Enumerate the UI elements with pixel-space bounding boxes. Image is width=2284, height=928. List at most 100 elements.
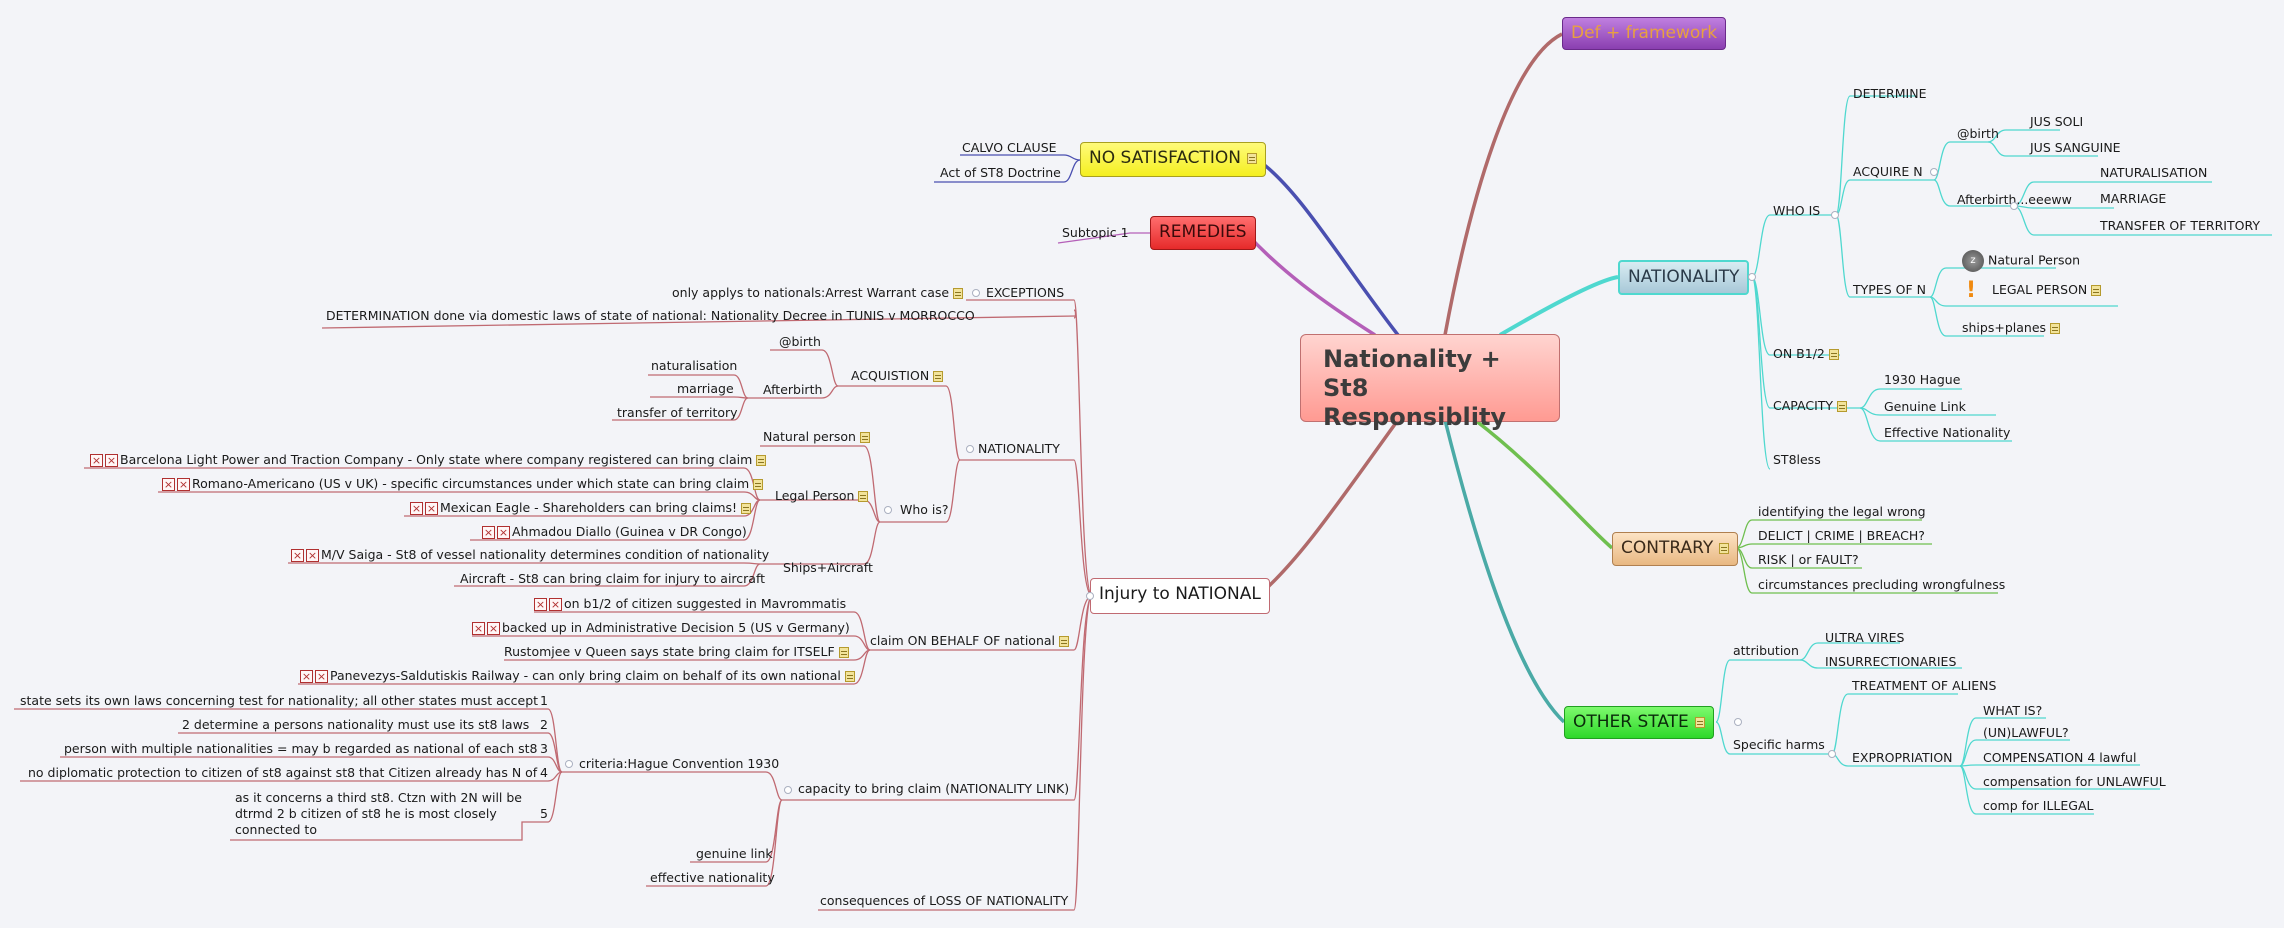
note-icon[interactable] (844, 671, 855, 682)
node-treatment-aliens[interactable]: TREATMENT OF ALIENS (1852, 678, 1997, 693)
node-circumstances[interactable]: circumstances precluding wrongfulness (1758, 577, 2006, 592)
collapse-toggle[interactable] (972, 289, 980, 297)
node-types-of-n[interactable]: TYPES OF N (1853, 282, 1926, 297)
node-what-is[interactable]: WHAT IS? (1983, 703, 2043, 718)
node-ultra-vires[interactable]: ULTRA VIRES (1825, 630, 1905, 645)
node-who-is[interactable]: WHO IS (1773, 203, 1821, 218)
collapse-toggle[interactable] (565, 760, 573, 768)
node-effective-nationality-sub[interactable]: effective nationality (650, 870, 775, 885)
note-icon[interactable] (953, 288, 964, 299)
note-icon[interactable] (933, 371, 944, 382)
node-afterbirth[interactable]: Afterbirth...eeeww (1957, 192, 2072, 207)
collapse-toggle[interactable] (784, 786, 792, 794)
collapse-toggle[interactable] (1831, 211, 1839, 219)
node-at-birth-sub[interactable]: @birth (779, 334, 821, 349)
node-criterion-3[interactable]: person with multiple nationalities = may… (64, 741, 538, 756)
node-exceptions[interactable]: EXCEPTIONS (986, 285, 1065, 300)
node-nationality-sub[interactable]: NATIONALITY (978, 441, 1060, 456)
note-icon[interactable] (1719, 542, 1730, 554)
node-who-is-sub[interactable]: Who is? (900, 502, 949, 517)
node-comp-illegal[interactable]: comp for ILLEGAL (1983, 798, 2094, 813)
note-icon[interactable] (858, 491, 869, 502)
collapse-toggle[interactable] (1930, 168, 1938, 176)
note-icon[interactable] (1059, 636, 1070, 647)
node-calvo-clause[interactable]: CALVO CLAUSE (962, 140, 1057, 155)
topic-def-framework[interactable]: Def + framework (1562, 17, 1727, 50)
node-on-b12[interactable]: ON B1/2 (1773, 346, 1839, 362)
node-risk-fault[interactable]: RISK | or FAULT? (1758, 552, 1859, 567)
node-genuine-link-sub[interactable]: genuine link (696, 846, 773, 861)
note-icon[interactable] (1247, 152, 1258, 164)
node-determine[interactable]: DETERMINE (1853, 86, 1927, 101)
note-icon[interactable] (838, 647, 849, 658)
collapse-toggle[interactable] (884, 506, 892, 514)
collapse-toggle[interactable] (966, 445, 974, 453)
node-insurrectionaries[interactable]: INSURRECTIONARIES (1825, 654, 1957, 669)
node-naturalisation[interactable]: NATURALISATION (2100, 165, 2208, 180)
node-mavrommatis[interactable]: ××on b1/2 of citizen suggested in Mavrom… (534, 596, 846, 612)
node-diallo[interactable]: ××Ahmadou Diallo (Guinea v DR Congo) (482, 524, 747, 540)
collapse-toggle[interactable] (2010, 202, 2018, 210)
topic-injury-to-national[interactable]: Injury to NATIONAL (1090, 578, 1270, 614)
node-act-of-st8[interactable]: Act of ST8 Doctrine (940, 165, 1061, 180)
node-specific-harms[interactable]: Specific harms (1733, 737, 1825, 752)
collapse-toggle[interactable] (1086, 592, 1094, 600)
node-criterion-1[interactable]: state sets its own laws concerning test … (20, 693, 539, 708)
topic-no-satisfaction[interactable]: NO SATISFACTION (1080, 142, 1267, 177)
node-marriage[interactable]: MARRIAGE (2100, 191, 2167, 206)
node-aircraft[interactable]: Aircraft - St8 can bring claim for injur… (460, 571, 766, 586)
node-romano[interactable]: ××Romano-Americano (US v UK) - specific … (162, 476, 764, 492)
node-comp-lawful[interactable]: COMPENSATION 4 lawful (1983, 750, 2137, 765)
collapse-toggle[interactable] (1748, 273, 1756, 281)
note-icon[interactable] (2050, 323, 2061, 334)
node-identifying-wrong[interactable]: identifying the legal wrong (1758, 504, 1926, 519)
node-effective-nationality[interactable]: Effective Nationality (1884, 425, 2011, 440)
node-1930-hague[interactable]: 1930 Hague (1884, 372, 1961, 387)
node-barcelona[interactable]: ××Barcelona Light Power and Traction Com… (90, 452, 767, 468)
node-transfer-territory[interactable]: TRANSFER OF TERRITORY (2100, 218, 2260, 233)
topic-nationality[interactable]: NATIONALITY (1618, 260, 1750, 295)
topic-contrary[interactable]: CONTRARY (1612, 532, 1739, 566)
topic-other-state[interactable]: OTHER STATE (1564, 706, 1714, 739)
node-st8less[interactable]: ST8less (1773, 452, 1821, 467)
node-rustomjee[interactable]: Rustomjee v Queen says state bring claim… (504, 644, 849, 660)
note-icon[interactable] (741, 503, 752, 514)
node-ships-planes[interactable]: ships+planes (1962, 320, 2061, 336)
note-icon[interactable] (753, 479, 764, 490)
node-acquire-n[interactable]: ACQUIRE N (1853, 164, 1923, 179)
topic-remedies[interactable]: REMEDIES (1150, 216, 1256, 250)
node-transfer-sub[interactable]: transfer of territory (617, 405, 738, 420)
collapse-toggle[interactable] (1828, 750, 1836, 758)
node-criterion-5[interactable]: as it concerns a third st8. Ctzn with 2N… (235, 790, 522, 837)
node-loss-nationality[interactable]: consequences of LOSS OF NATIONALITY (820, 893, 1069, 908)
node-determination[interactable]: DETERMINATION done via domestic laws of … (326, 308, 975, 323)
note-icon[interactable] (859, 432, 870, 443)
node-unlawful[interactable]: (UN)LAWFUL? (1983, 725, 2069, 740)
node-on-behalf[interactable]: claim ON BEHALF OF national (870, 633, 1070, 649)
collapse-toggle[interactable] (1734, 718, 1742, 726)
node-at-birth[interactable]: @birth (1957, 126, 1999, 141)
node-capacity-link[interactable]: capacity to bring claim (NATIONALITY LIN… (798, 781, 1070, 796)
note-icon[interactable] (1694, 716, 1705, 728)
node-subtopic-1[interactable]: Subtopic 1 (1062, 225, 1129, 240)
node-naturalisation-sub[interactable]: naturalisation (651, 358, 738, 373)
node-admin-decision[interactable]: ××backed up in Administrative Decision 5… (472, 620, 850, 636)
node-jus-sanguine[interactable]: JUS SANGUINE (2030, 140, 2121, 155)
node-acquistion[interactable]: ACQUISTION (851, 368, 944, 384)
node-legal-person-sub[interactable]: Legal Person (775, 488, 869, 504)
note-icon[interactable] (1828, 349, 1839, 360)
node-afterbirth-sub[interactable]: Afterbirth (763, 382, 823, 397)
node-saiga[interactable]: ××M/V Saiga - St8 of vessel nationality … (291, 547, 769, 563)
node-natural-person-sub[interactable]: Natural person (763, 429, 870, 445)
node-panevezys[interactable]: ××Panevezys-Saldutiskis Railway - can on… (300, 668, 855, 684)
node-legal-person[interactable]: !LEGAL PERSON (1966, 279, 2102, 301)
node-criteria-hague[interactable]: criteria:Hague Convention 1930 (579, 756, 780, 771)
node-capacity[interactable]: CAPACITY (1773, 398, 1848, 414)
central-topic[interactable]: Nationality + St8 Responsiblity (1300, 334, 1560, 431)
node-attribution[interactable]: attribution (1733, 643, 1799, 658)
node-expropriation[interactable]: EXPROPRIATION (1852, 750, 1953, 765)
node-criterion-4[interactable]: no diplomatic protection to citizen of s… (28, 765, 538, 780)
note-icon[interactable] (1837, 401, 1848, 412)
node-criterion-2[interactable]: 2 determine a persons nationality must u… (182, 717, 530, 732)
